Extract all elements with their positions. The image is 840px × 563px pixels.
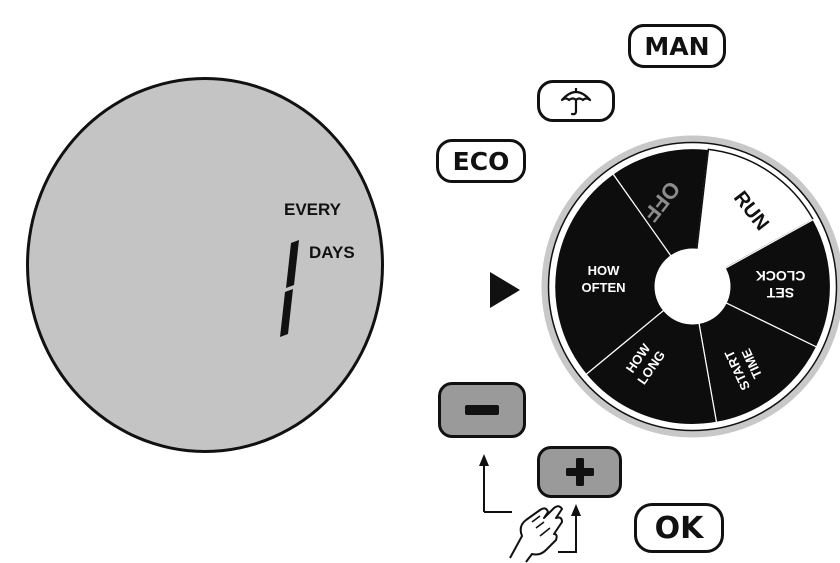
dial-segment-run[interactable] [691, 148, 815, 288]
umbrella-icon [560, 88, 592, 116]
plus-icon [565, 458, 594, 486]
selection-pointer-icon [490, 272, 520, 308]
man-button-label: MAN [644, 31, 710, 61]
ok-button-label: OK [654, 510, 704, 546]
dial-label-clock: CLOCK [756, 268, 806, 284]
lcd-every-label: EVERY [284, 200, 342, 219]
dial-label-set: SET [766, 285, 794, 301]
minus-icon [465, 405, 499, 415]
dial-segment-how-often[interactable] [554, 173, 694, 376]
ok-button[interactable]: OK [634, 503, 724, 553]
lcd-days-label: DAYS [309, 243, 355, 262]
finger-press-icon [479, 454, 581, 563]
lcd-digit [280, 240, 299, 337]
man-button[interactable]: MAN [628, 24, 726, 68]
dial-segment-set-clock[interactable] [691, 218, 832, 348]
lcd-display [26, 77, 384, 453]
rain-delay-button[interactable] [537, 80, 615, 122]
dial-label-how-often-1: HOW [588, 263, 621, 278]
eco-button-label: ECO [452, 146, 510, 176]
minus-button[interactable] [438, 382, 526, 438]
dial-segment-start-time[interactable] [691, 285, 818, 424]
plus-button[interactable] [537, 446, 622, 498]
dial-label-how-often-2: OFTEN [581, 280, 625, 295]
program-dial[interactable]: OFF RUN SET CLOCK START TIME HOW LONG HO… [540, 134, 840, 439]
eco-button[interactable]: ECO [436, 139, 526, 183]
dial-center [654, 248, 731, 325]
